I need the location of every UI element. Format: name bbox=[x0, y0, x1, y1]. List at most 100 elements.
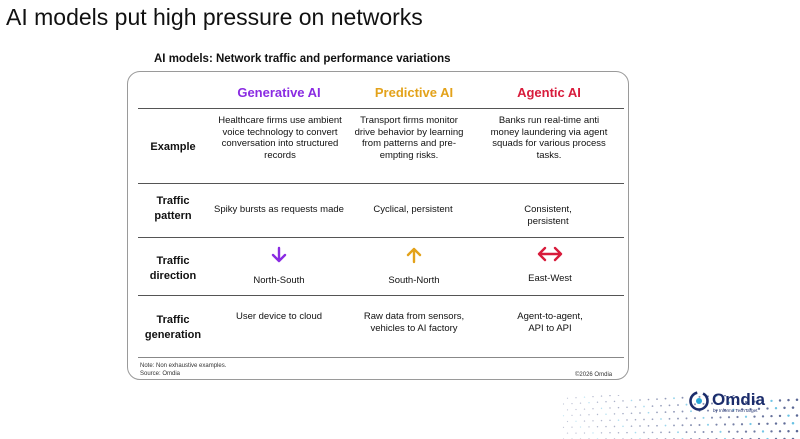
row-label-pattern: Traffic pattern bbox=[138, 194, 208, 224]
decorative-dot bbox=[660, 404, 662, 407]
decorative-dot bbox=[571, 426, 573, 428]
decorative-dot bbox=[749, 422, 752, 426]
decorative-dot bbox=[732, 395, 735, 397]
decorative-dot bbox=[622, 412, 624, 415]
decorative-dot bbox=[791, 406, 795, 409]
decorative-dot bbox=[783, 406, 786, 410]
decorative-dot bbox=[613, 400, 616, 403]
decorative-dot bbox=[639, 425, 641, 427]
decorative-dot bbox=[681, 410, 684, 413]
logo-wordmark: Omdia bbox=[712, 390, 765, 409]
decorative-dot bbox=[757, 407, 761, 410]
decorative-dot bbox=[626, 406, 628, 409]
decorative-dot bbox=[622, 400, 624, 402]
decorative-dot bbox=[740, 423, 744, 426]
decorative-dot bbox=[571, 414, 573, 417]
decorative-dot bbox=[617, 395, 620, 396]
decorative-dot bbox=[562, 415, 565, 417]
decorative-dot bbox=[575, 432, 577, 434]
cell-pattern-predictive: Cyclical, persistent bbox=[373, 204, 453, 215]
decorative-dot bbox=[673, 424, 675, 427]
decorative-dot bbox=[706, 423, 710, 426]
slide-title: AI models put high pressure on networks bbox=[6, 4, 423, 30]
decorative-dot bbox=[609, 407, 611, 409]
table-subtitle: AI models: Network traffic and performan… bbox=[154, 53, 451, 65]
footnote-source: Source: Omdia bbox=[140, 371, 181, 377]
decorative-dot bbox=[681, 424, 684, 427]
decorative-dot bbox=[617, 431, 620, 434]
decorative-dot bbox=[736, 415, 739, 419]
decorative-dot bbox=[774, 422, 778, 425]
decorative-dot bbox=[677, 404, 679, 406]
decorative-dot bbox=[702, 402, 705, 405]
decorative-dot bbox=[770, 430, 773, 433]
decorative-dot bbox=[770, 414, 773, 418]
decorative-dot bbox=[600, 419, 603, 422]
decorative-dot bbox=[694, 403, 696, 406]
arrow-left-right-icon bbox=[537, 246, 563, 262]
decorative-dot bbox=[579, 402, 582, 404]
decorative-dot bbox=[668, 417, 671, 420]
decorative-dot bbox=[664, 411, 667, 414]
decorative-dot bbox=[639, 399, 641, 401]
decorative-dot bbox=[668, 404, 671, 407]
row-label-pattern-text: Traffic pattern bbox=[154, 195, 192, 222]
decorative-dot bbox=[583, 408, 586, 410]
decorative-dot bbox=[596, 401, 599, 403]
decorative-dot bbox=[575, 408, 577, 411]
decorative-dot bbox=[677, 417, 679, 420]
divider-header bbox=[138, 108, 624, 109]
decorative-dot bbox=[634, 418, 637, 421]
decorative-dot bbox=[702, 416, 705, 419]
decorative-dot bbox=[571, 402, 573, 405]
cell-direction-predictive: South-North bbox=[388, 275, 440, 286]
decorative-dot bbox=[732, 423, 735, 426]
decorative-dot bbox=[694, 417, 696, 420]
divider-generation bbox=[138, 357, 624, 358]
decorative-dot bbox=[732, 408, 735, 411]
cell-generation-predictive: Raw data from sensors, vehicles to AI fa… bbox=[363, 311, 465, 334]
row-label-generation-text: Traffic generation bbox=[144, 314, 202, 341]
decorative-dot bbox=[643, 431, 645, 434]
decorative-dot bbox=[719, 402, 722, 405]
decorative-dot bbox=[626, 419, 628, 421]
decorative-dot bbox=[626, 431, 628, 434]
decorative-dot bbox=[761, 430, 765, 433]
decorative-dot bbox=[656, 398, 658, 400]
decorative-dot bbox=[622, 425, 624, 428]
decorative-dot bbox=[651, 405, 654, 407]
decorative-dot bbox=[694, 431, 696, 434]
decorative-dot bbox=[562, 426, 565, 428]
decorative-dot bbox=[664, 424, 667, 427]
decorative-dot bbox=[630, 399, 633, 402]
decorative-dot bbox=[634, 406, 637, 408]
cell-generation-agentic: Agent-to-agent, API to API bbox=[517, 311, 583, 334]
footnote-note: Note: Non exhaustive examples. bbox=[140, 363, 227, 369]
decorative-dot bbox=[562, 403, 565, 405]
decorative-dot bbox=[592, 420, 594, 422]
decorative-dot bbox=[685, 431, 688, 434]
decorative-dot bbox=[753, 430, 756, 433]
decorative-dot bbox=[660, 431, 662, 434]
decorative-dot bbox=[630, 412, 633, 415]
decorative-dot bbox=[791, 422, 795, 425]
decorative-dot bbox=[605, 425, 607, 428]
decorative-dot bbox=[592, 395, 594, 398]
decorative-dot bbox=[723, 395, 727, 397]
decorative-dot bbox=[778, 414, 782, 418]
decorative-dot bbox=[766, 422, 769, 425]
cell-example-agentic: Banks run real-time anti money launderin… bbox=[490, 115, 608, 161]
decorative-dot bbox=[583, 432, 586, 434]
decorative-dot bbox=[727, 401, 731, 404]
decorative-dot bbox=[761, 415, 765, 418]
decorative-dot bbox=[719, 416, 722, 419]
logo-tagline: by Informa TechTarget bbox=[713, 408, 758, 413]
row-label-example: Example bbox=[150, 141, 196, 153]
decorative-dot bbox=[588, 414, 590, 416]
decorative-dot bbox=[795, 429, 799, 433]
decorative-dot bbox=[643, 405, 645, 408]
decorative-dot bbox=[715, 409, 718, 412]
decorative-dot bbox=[575, 420, 577, 422]
decorative-dot bbox=[787, 414, 790, 417]
divider-example bbox=[138, 183, 624, 184]
